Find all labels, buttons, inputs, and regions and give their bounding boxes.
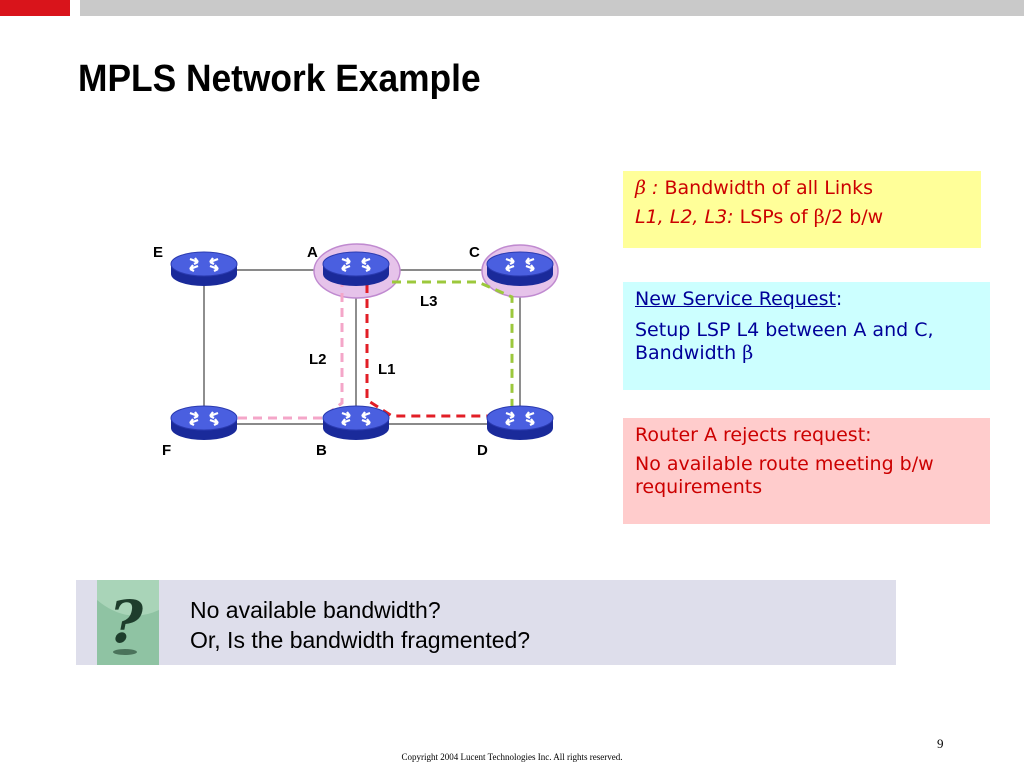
node-label-c: C (469, 244, 480, 261)
question-line-2: Or, Is the bandwidth fragmented? (190, 626, 531, 653)
slide-title: MPLS Network Example (78, 58, 481, 100)
question-mark-icon: ? (97, 580, 159, 665)
legend-box: β : Bandwidth of all Links L1, L2, L3: L… (623, 171, 981, 248)
node-label-f: F (162, 442, 171, 459)
lsp-label-l3: L3 (420, 293, 438, 310)
svg-text:?: ? (109, 588, 144, 656)
router-b-icon (321, 404, 391, 442)
reject-line-1: Router A rejects request: (635, 424, 872, 446)
question-line-1: No available bandwidth? (190, 597, 441, 623)
question-text: No available bandwidth? Or, Is the bandw… (190, 596, 530, 656)
router-d-icon (485, 404, 555, 442)
reject-box: Router A rejects request: No available r… (623, 418, 990, 524)
request-heading: New Service Request (635, 288, 836, 310)
node-label-b: B (316, 442, 327, 459)
top-bar (80, 0, 1024, 16)
node-label-d: D (477, 442, 488, 459)
beta-symbol: β (635, 177, 646, 199)
router-f-icon (169, 404, 239, 442)
router-e-icon (169, 250, 239, 288)
top-bar-accent (0, 0, 70, 16)
lsp-l3-path (392, 280, 514, 412)
lsp-l1-path (365, 284, 498, 418)
lsp-label-l1: L1 (378, 361, 396, 378)
node-label-a: A (307, 244, 318, 261)
request-box: New Service Request: Setup LSP L4 betwee… (623, 282, 990, 390)
router-a-icon (321, 250, 391, 288)
copyright: Copyright 2004 Lucent Technologies Inc. … (401, 752, 623, 762)
question-panel (76, 580, 896, 665)
page-number: 9 (937, 736, 944, 751)
router-c-icon (485, 250, 555, 288)
reject-line-2: No available route meeting b/w requireme… (635, 453, 934, 499)
lsp-label-l2: L2 (309, 351, 327, 368)
node-label-e: E (153, 244, 163, 261)
